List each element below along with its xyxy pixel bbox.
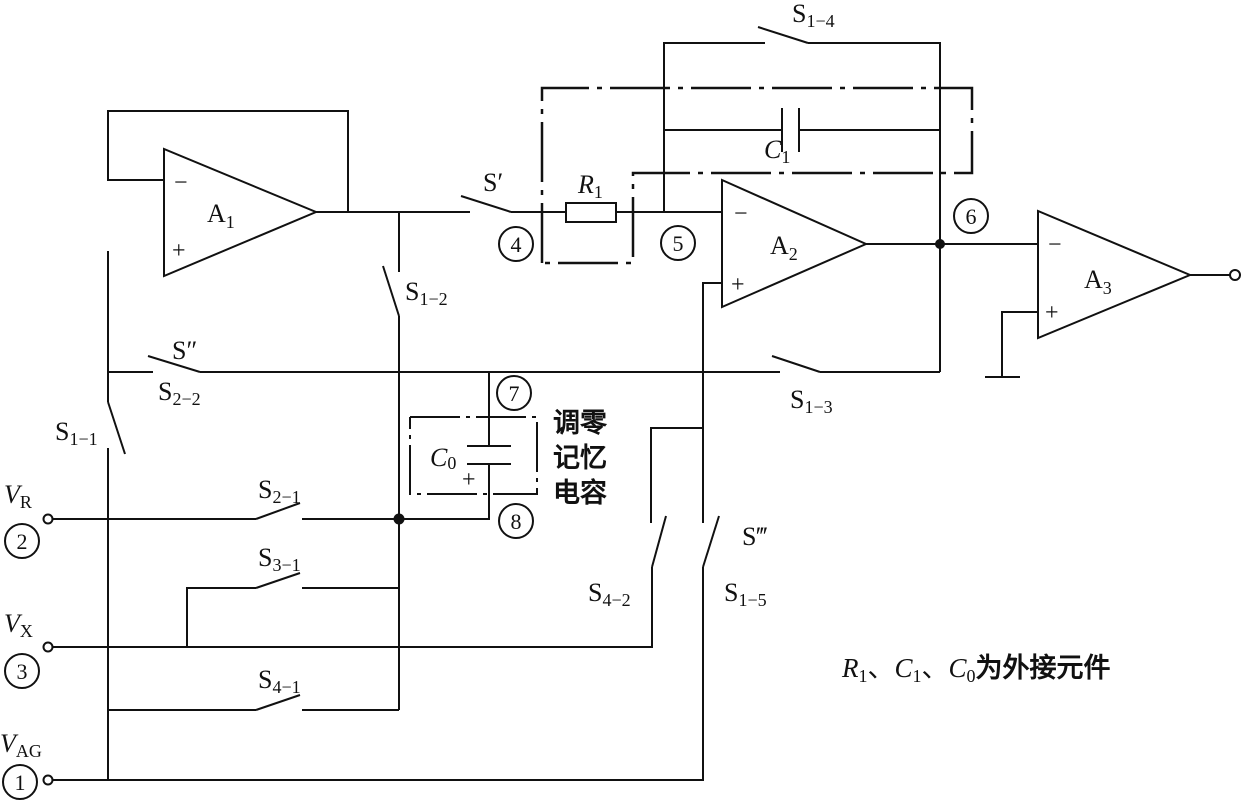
svg-text:7: 7 <box>509 381 520 406</box>
wire <box>808 42 941 372</box>
a1-plus-sign: + <box>172 238 186 264</box>
switch-s-prime-label: S′ <box>483 168 503 197</box>
terminal-vag: VAG 1 <box>0 729 54 800</box>
r1-label: R1 <box>577 170 603 202</box>
svg-text:VX: VX <box>4 609 33 641</box>
switch-s1-2-blade <box>382 265 400 317</box>
output-terminal <box>1229 269 1241 281</box>
switch-s3-1-label: S3−1 <box>258 543 301 575</box>
a1-feedback-wire <box>107 110 349 212</box>
switch-s1-1-label: S1−1 <box>55 417 98 449</box>
c0-polarity: + <box>462 467 476 493</box>
wire <box>186 587 256 647</box>
switch-s1-5-blade <box>702 515 720 568</box>
svg-text:2: 2 <box>17 529 28 554</box>
svg-text:8: 8 <box>511 509 522 534</box>
a2-label: A2 <box>770 231 798 264</box>
switch-s4-2-blade <box>651 515 667 568</box>
svg-text:VAG: VAG <box>0 729 42 761</box>
switch-s-double-prime-label: S″ <box>172 336 197 365</box>
a3-plus-ground-wire <box>1001 311 1038 377</box>
vx-wire <box>48 567 653 648</box>
switch-s2-1-blade <box>255 502 301 520</box>
svg-text:3: 3 <box>17 659 28 684</box>
wire <box>650 427 703 523</box>
switch-s2-2-label: S2−2 <box>158 377 201 409</box>
switch-s4-1-blade <box>255 694 301 711</box>
a2-plus-wire <box>702 282 722 523</box>
node-4: 4 <box>498 226 534 262</box>
switch-s4-2-label: S4−2 <box>588 578 631 610</box>
a3-plus-sign: + <box>1045 300 1059 326</box>
switch-s-triple-prime-label: S‴ <box>742 522 767 551</box>
switch-s1-2-label: S1−2 <box>405 277 448 309</box>
op-amp-a3: − + A3 <box>1037 209 1193 340</box>
c0-note: 调零 记忆 电容 <box>553 408 608 509</box>
vag-wire <box>48 567 704 781</box>
c0-boundary <box>409 416 538 495</box>
switch-s1-3-label: S1−3 <box>790 385 833 417</box>
external-components-boundary <box>540 86 974 265</box>
node-7: 7 <box>496 375 532 411</box>
a3-label: A3 <box>1084 265 1112 298</box>
a3-minus-sign: − <box>1048 232 1062 258</box>
switch-s2-1-label: S2−1 <box>258 475 301 507</box>
c0-label: C0 <box>430 443 456 473</box>
wire <box>399 464 490 520</box>
switch-s1-5-label: S1−5 <box>724 578 767 610</box>
terminal-vx: VX 3 <box>4 609 54 689</box>
wire <box>663 42 765 212</box>
svg-text:记忆: 记忆 <box>553 443 607 474</box>
node-8: 8 <box>498 503 534 539</box>
switch-s1-4-label: S1−4 <box>792 0 835 31</box>
c1-label: C1 <box>764 135 790 167</box>
svg-text:1: 1 <box>15 770 26 795</box>
node-5: 5 <box>660 225 696 261</box>
svg-text:6: 6 <box>966 204 977 229</box>
switch-s1-4-blade <box>757 26 809 44</box>
a1-label: A1 <box>207 199 235 232</box>
svg-text:5: 5 <box>673 231 684 256</box>
a1-minus-sign: − <box>174 170 188 196</box>
resistor-r1 <box>565 202 617 223</box>
svg-text:VR: VR <box>4 480 32 512</box>
svg-text:调零: 调零 <box>553 408 608 439</box>
svg-text:4: 4 <box>511 232 522 257</box>
caption: R1、C1、C0为外接元件 <box>841 653 1111 686</box>
switch-s3-1-blade <box>255 572 301 589</box>
switch-s2-2-blade <box>147 355 201 373</box>
op-amp-a1: − + A1 <box>163 147 319 278</box>
junction-dot <box>935 239 945 249</box>
terminal-vr: VR 2 <box>4 480 54 559</box>
svg-text:电容: 电容 <box>553 477 607 509</box>
node-6: 6 <box>953 198 989 234</box>
switch-s1-3-blade <box>771 355 821 373</box>
a2-plus-sign: + <box>731 272 745 298</box>
op-amp-a2: − + A2 <box>721 178 869 309</box>
switch-s4-1-label: S4−1 <box>258 665 301 697</box>
a2-minus-sign: − <box>734 201 748 227</box>
switch-s1-1-blade <box>107 401 126 455</box>
switch-s-prime-blade <box>460 195 512 213</box>
